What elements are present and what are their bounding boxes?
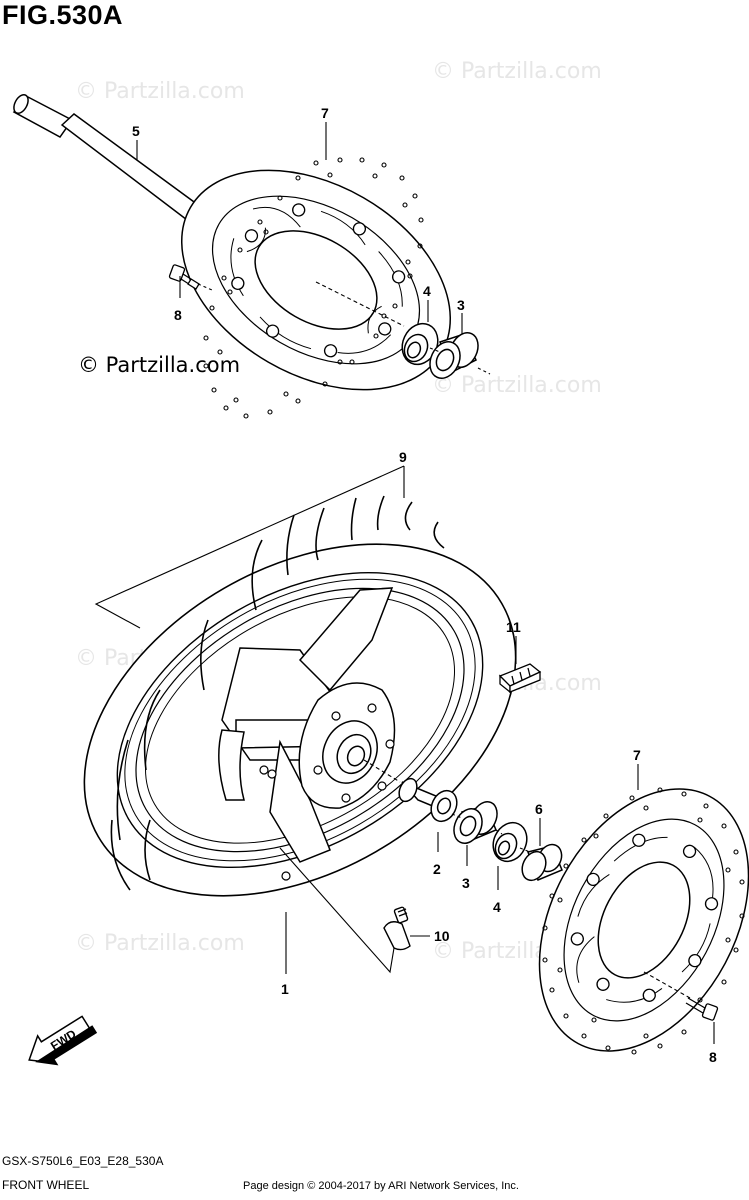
front-wheel-assembly: [83, 495, 517, 897]
spacer: [398, 777, 458, 823]
callout-bearing-lower: 3: [462, 875, 470, 891]
callout-labels: 5 7 8 4 3 9 11 2 3 4 6 7 8 1 10: [132, 105, 717, 1065]
callout-seal-upper: 4: [423, 283, 431, 299]
oil-seal-upper: [401, 322, 439, 366]
callout-balancer: 11: [506, 619, 521, 635]
footer-copyright: Page design © 2004-2017 by ARI Network S…: [243, 1180, 519, 1192]
callout-tire: 9: [399, 449, 407, 465]
watermark-text: © Partzilla.com: [432, 59, 602, 84]
figure-title: FIG.530A: [2, 0, 124, 30]
callout-bolt-lower: 8: [709, 1049, 717, 1065]
collar: [521, 843, 563, 882]
footer-figure-name: FRONT WHEEL: [2, 1178, 90, 1192]
callout-disc-lower: 7: [633, 747, 641, 763]
callout-valve: 10: [434, 928, 450, 944]
watermark-text: © Partzilla.com: [432, 373, 602, 398]
callout-disc-upper: 7: [321, 105, 329, 121]
watermark-prominent: © Partzilla.com: [78, 353, 240, 377]
callout-spacer: 2: [433, 861, 441, 877]
callout-wheel: 1: [281, 981, 289, 997]
callout-bearing-upper: 3: [457, 297, 465, 313]
watermark-text: © Partzilla.com: [75, 931, 245, 956]
balancer-weight: [498, 663, 542, 694]
callout-seal-lower: 4: [493, 899, 501, 915]
fwd-arrow: FWD: [28, 1015, 98, 1066]
tire-valve: [383, 906, 411, 951]
bearing-upper: [429, 332, 479, 379]
oil-seal-lower: [492, 821, 528, 863]
disc-bolt-upper: [168, 264, 200, 290]
footer-figure-code: GSX-S750L6_E03_E28_530A: [2, 1154, 164, 1168]
leader-lines: [94, 122, 715, 1044]
brake-disc-upper: [180, 157, 452, 419]
callout-axle: 5: [132, 123, 140, 139]
callout-collar: 6: [535, 801, 543, 817]
watermark-text: © Partzilla.com: [75, 79, 245, 104]
disc-bolt-lower: [685, 997, 719, 1021]
callout-bolt-upper: 8: [174, 307, 182, 323]
